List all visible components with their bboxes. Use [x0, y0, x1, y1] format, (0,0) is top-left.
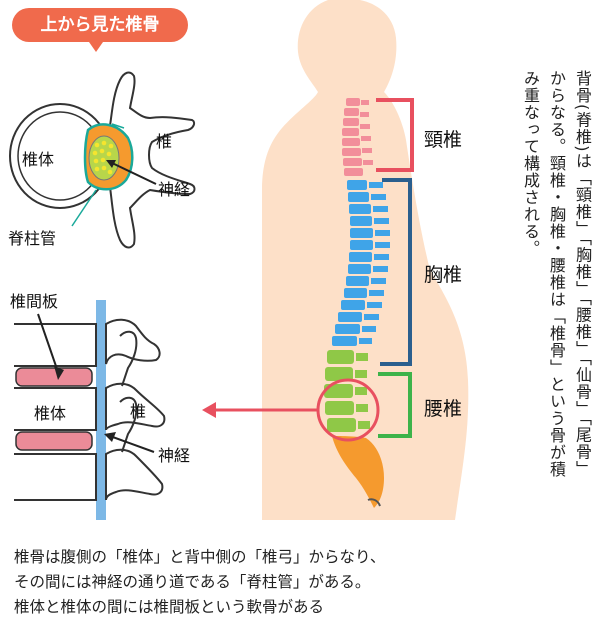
side-view-vertebrae [14, 300, 166, 520]
top-canal-label: 脊柱管 [8, 229, 57, 248]
side-nerve-label: 神経 [158, 446, 191, 465]
sacrum-coccyx [332, 436, 384, 508]
cervical-bracket [376, 98, 414, 172]
top-view-badge: 上から見た椎骨 [12, 8, 188, 42]
thoracic-bracket [380, 178, 412, 366]
description-col-2: からなる。頸椎・胸椎・腰椎は「椎骨」という骨が積 [547, 70, 566, 478]
side-arch-label: 椎 [130, 402, 147, 421]
top-body-label: 椎体 [22, 150, 55, 169]
caption-line-2: その間には神経の通り道である「脊柱管」がある。 [14, 573, 371, 591]
top-arch-label: 椎 [156, 132, 173, 151]
cervical-vertebrae [342, 98, 373, 176]
caption: 椎骨は腹側の「椎体」と背中側の「椎弓」からなり、 その間には神経の通り道である「… [14, 545, 574, 620]
side-disc-label: 椎間板 [10, 292, 59, 311]
caption-line-3: 椎体と椎体の間には椎間板という軟骨がある [14, 598, 325, 616]
badge-pointer [89, 42, 103, 52]
side-body-label: 椎体 [34, 404, 67, 423]
description-col-3: み重なって構成される。 [521, 70, 540, 257]
cervical-label: 頸椎 [424, 129, 463, 151]
thoracic-vertebrae [332, 180, 390, 346]
lumbar-vertebrae [324, 350, 370, 432]
description-col-1: 背骨(脊椎)は「頸椎」「胸椎」「腰椎」「仙骨」「尾骨」 [573, 70, 592, 478]
thoracic-label: 胸椎 [424, 264, 463, 286]
lumbar-bracket [378, 372, 412, 438]
top-nerve-label: 神経 [158, 180, 191, 199]
caption-line-1: 椎骨は腹側の「椎体」と背中側の「椎弓」からなり、 [14, 548, 386, 566]
top-view-vertebra [9, 71, 196, 249]
lumbar-label: 腰椎 [424, 398, 463, 420]
